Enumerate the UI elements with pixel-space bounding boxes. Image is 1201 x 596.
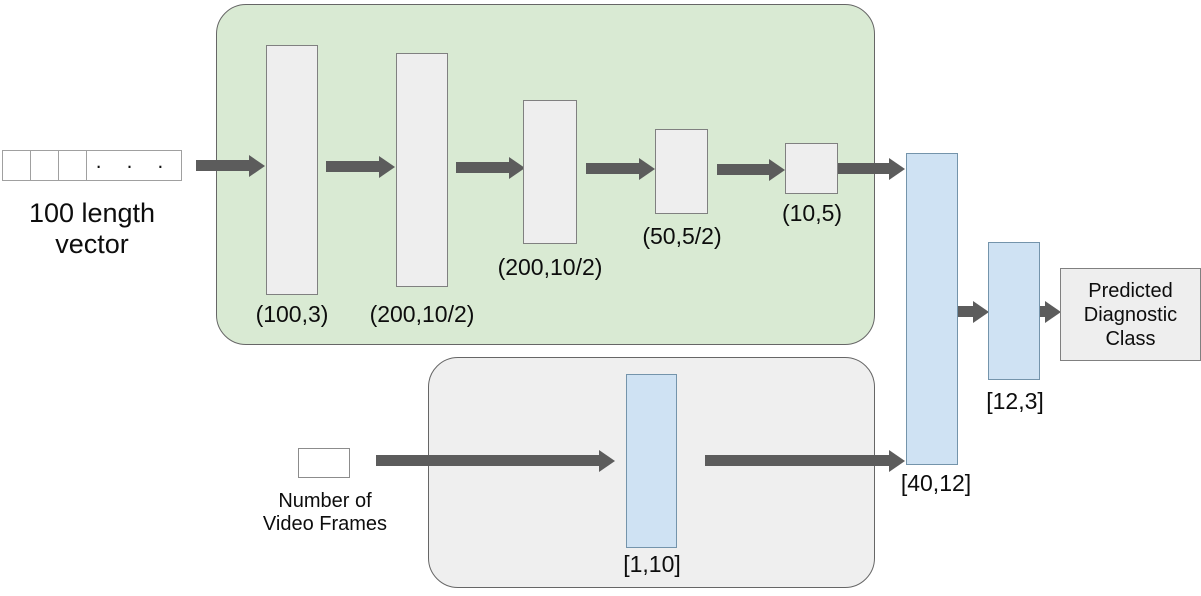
frames-input-box <box>298 448 350 478</box>
input-vector-cell <box>31 151 59 180</box>
input-vector: · · · <box>2 150 182 181</box>
dense-12-box <box>988 242 1040 380</box>
arrow-dense12-to-output <box>1040 306 1046 317</box>
conv-layer-4-box <box>655 129 708 214</box>
conv-layer-5-box <box>785 143 838 194</box>
conv-layer-2-label: (200,10/2) <box>369 301 475 327</box>
arrow-frames-to-dense1 <box>376 455 600 466</box>
conv-layer-5-label: (10,5) <box>781 200 843 226</box>
arrow-input-to-conv1 <box>196 160 250 171</box>
input-vector-caption: 100 length vector <box>28 198 156 259</box>
arrow-dense1-to-dense40 <box>705 455 890 466</box>
frames-input-caption: Number of Video Frames <box>262 490 388 535</box>
arrow-conv1-to-conv2 <box>326 161 380 172</box>
output-class-label: Predicted Diagnostic Class <box>1083 279 1178 350</box>
arrow-conv3-to-conv4 <box>586 163 640 174</box>
input-vector-ellipsis-cell: · · · <box>87 151 181 180</box>
conv-layer-4-label: (50,5/2) <box>642 223 722 249</box>
conv-layer-1-box <box>266 45 318 295</box>
frames-dense-label: [1,10] <box>623 551 681 577</box>
ellipsis-dots: · · · <box>95 154 173 177</box>
input-vector-cell <box>3 151 31 180</box>
dense-12-label: [12,3] <box>986 388 1044 414</box>
frames-dense-box <box>626 374 677 548</box>
conv-layer-3-box <box>523 100 577 244</box>
output-class-box <box>1060 268 1201 361</box>
arrow-conv2-to-conv3 <box>456 162 510 173</box>
conv-layer-3-label: (200,10/2) <box>497 254 603 280</box>
arrow-conv4-to-conv5 <box>717 164 770 175</box>
conv-layer-1-label: (100,3) <box>255 301 329 327</box>
arrow-dense40-to-dense12 <box>958 306 974 317</box>
input-vector-cell <box>59 151 87 180</box>
conv-layer-2-box <box>396 53 448 287</box>
concat-dense-40-label: [40,12] <box>900 470 972 496</box>
arrow-conv5-to-dense40 <box>838 163 890 174</box>
concat-dense-40-box <box>906 153 958 465</box>
